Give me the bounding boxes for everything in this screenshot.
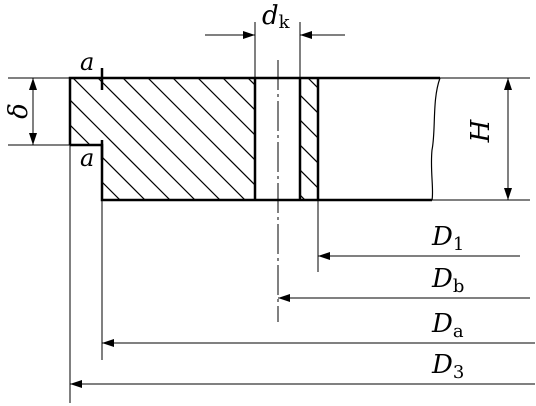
diameter-dimension-lines: [70, 252, 535, 388]
label-Db: Db: [431, 264, 464, 297]
extension-lines: [8, 22, 530, 403]
flange-outline: [68, 76, 440, 202]
label-D3: D3: [431, 350, 464, 383]
label-a-bottom: a: [80, 144, 94, 172]
label-a-top: a: [80, 48, 94, 76]
section-hatching-left: [70, 78, 255, 200]
label-delta: δ: [4, 103, 34, 119]
label-dk: dk: [262, 1, 291, 33]
label-Da: Da: [431, 309, 464, 342]
label-D1: D1: [431, 222, 464, 255]
section-hatching-bolt-strip: [300, 78, 318, 200]
label-H: H: [466, 118, 496, 143]
break-line: [430, 77, 441, 201]
